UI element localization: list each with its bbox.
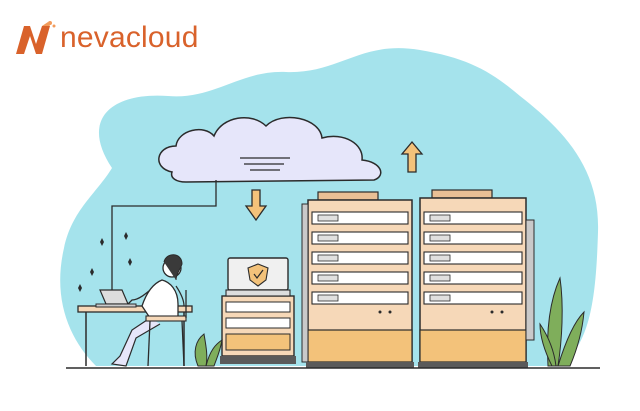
server-rack-right (418, 189, 535, 368)
plant-small (194, 333, 223, 367)
small-server (220, 295, 296, 364)
laptop (95, 289, 137, 308)
monitor-on-server (225, 257, 291, 297)
arrow-down-icon (244, 189, 268, 222)
cloud-icon (158, 116, 382, 183)
n-logo-icon (16, 21, 56, 54)
person-at-laptop (110, 254, 185, 367)
plant-tall (539, 276, 585, 367)
sparkles (78, 232, 132, 292)
chair (145, 290, 187, 367)
shield-check-icon (247, 263, 269, 287)
brand-logo[interactable]: nevacloud (12, 20, 199, 56)
server-rack-left (301, 191, 414, 368)
arrow-up-icon (400, 140, 424, 173)
brand-name: nevacloud (60, 21, 199, 54)
